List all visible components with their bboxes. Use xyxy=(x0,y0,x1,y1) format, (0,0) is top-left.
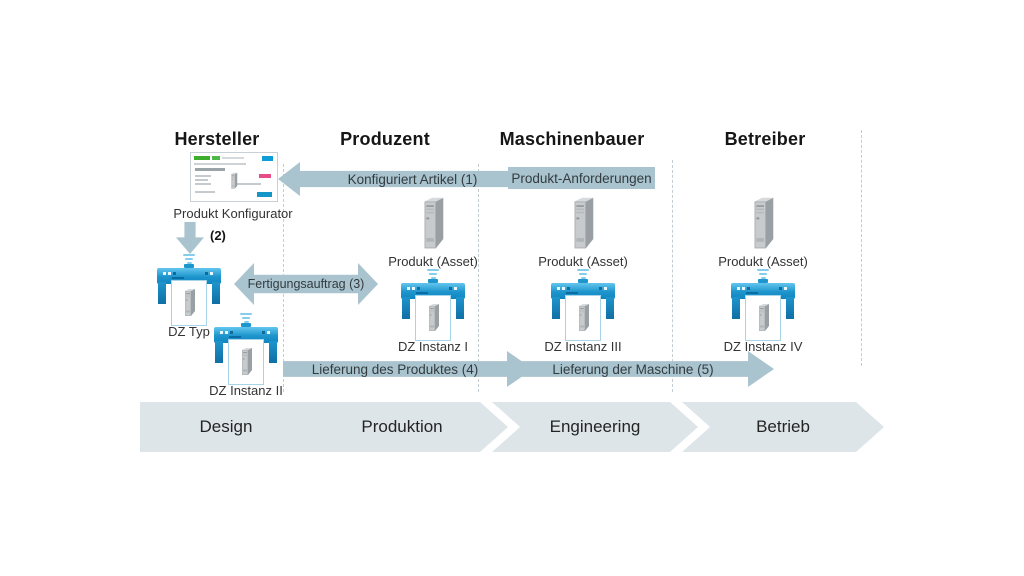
signal-icon xyxy=(756,269,770,281)
produkt-asset-label: Produkt (Asset) xyxy=(538,254,628,269)
dz-instanz-iv-icon: DZ Instanz IV xyxy=(724,269,802,359)
thumb-accent-button xyxy=(259,174,271,178)
dz-instanz-ii-label: DZ Instanz II xyxy=(209,383,283,398)
thumb-title-line xyxy=(195,168,225,171)
thumb-logo-block xyxy=(212,156,220,160)
bridge-leg xyxy=(269,341,277,363)
device-thumbnail-icon xyxy=(755,302,772,334)
produkt-asset-label: Produkt (Asset) xyxy=(388,254,478,269)
thumb-nav-line xyxy=(194,163,246,165)
lane-divider xyxy=(478,164,479,392)
product-configurator-screenshot xyxy=(190,152,278,202)
produkt-asset-device-icon xyxy=(565,195,601,253)
device-thumbnail-icon xyxy=(181,287,198,319)
thumb-text-line xyxy=(195,179,208,181)
thumb-device-icon xyxy=(229,171,239,191)
thumb-text-line xyxy=(195,175,211,177)
dz-instanz-iii-icon: DZ Instanz III xyxy=(544,269,622,359)
phase-betrieb: Betrieb xyxy=(682,402,884,452)
phase-produktion: Produktion xyxy=(296,402,508,452)
device-frame xyxy=(565,295,601,341)
bar-produkt-anforderungen: Produkt-Anforderungen xyxy=(508,167,655,189)
bridge-leg xyxy=(606,297,614,319)
bridge-leg xyxy=(552,297,560,319)
lane-divider xyxy=(672,160,673,392)
device-thumbnail-icon xyxy=(575,302,592,334)
lane-divider xyxy=(861,130,862,366)
bridge-leg xyxy=(402,297,410,319)
bridge-leg xyxy=(212,282,220,304)
dz-instanz-i-icon: DZ Instanz I xyxy=(397,269,469,359)
step-2-label: (2) xyxy=(210,228,226,243)
device-frame xyxy=(415,295,451,341)
column-heading-produzent: Produzent xyxy=(340,129,430,149)
signal-icon xyxy=(576,269,590,281)
signal-icon xyxy=(182,254,196,266)
device-thumbnail-icon xyxy=(425,302,442,334)
dz-typ-icon: DZ Typ xyxy=(157,254,221,344)
thumb-primary-button xyxy=(257,192,272,197)
column-heading-maschinenbauer: Maschinenbauer xyxy=(499,129,645,149)
dz-instanz-ii-icon: DZ Instanz II xyxy=(209,313,283,403)
bridge-leg xyxy=(786,297,794,319)
signal-icon xyxy=(239,313,253,325)
device-frame xyxy=(228,339,264,385)
thumb-logo-block xyxy=(194,156,210,160)
column-heading-betreiber: Betreiber xyxy=(724,129,806,149)
arrow-konfiguriert-artikel-1: Konfiguriert Artikel (1) xyxy=(278,162,525,196)
thumb-button xyxy=(262,156,273,161)
arrow-fertigungsauftrag-3: Fertigungsauftrag (3) xyxy=(234,263,378,305)
bridge-leg xyxy=(215,341,223,363)
thumb-text-line xyxy=(195,191,215,193)
phase-design: Design xyxy=(140,402,332,452)
produkt-asset-device-icon xyxy=(415,195,451,253)
signal-icon xyxy=(426,269,440,281)
dz-instanz-iii-label: DZ Instanz III xyxy=(544,339,622,354)
arrow-step-2-down-icon xyxy=(176,222,204,254)
dz-instanz-i-label: DZ Instanz I xyxy=(397,339,469,354)
thumb-text-line xyxy=(237,183,261,185)
bridge-leg xyxy=(158,282,166,304)
column-heading-hersteller: Hersteller xyxy=(174,129,260,149)
dz-typ-label: DZ Typ xyxy=(168,324,210,339)
phase-engineering: Engineering xyxy=(492,402,698,452)
produkt-asset-device-icon xyxy=(745,195,781,253)
thumb-text-line xyxy=(195,183,211,185)
device-frame xyxy=(745,295,781,341)
bridge-leg xyxy=(732,297,740,319)
thumb-menu-line xyxy=(222,157,244,159)
device-thumbnail-icon xyxy=(238,346,255,378)
dz-instanz-iv-label: DZ Instanz IV xyxy=(723,339,803,354)
produkt-asset-label: Produkt (Asset) xyxy=(718,254,808,269)
bridge-leg xyxy=(456,297,464,319)
product-configurator-label: Produkt Konfigurator xyxy=(173,206,293,221)
device-frame xyxy=(171,280,207,326)
